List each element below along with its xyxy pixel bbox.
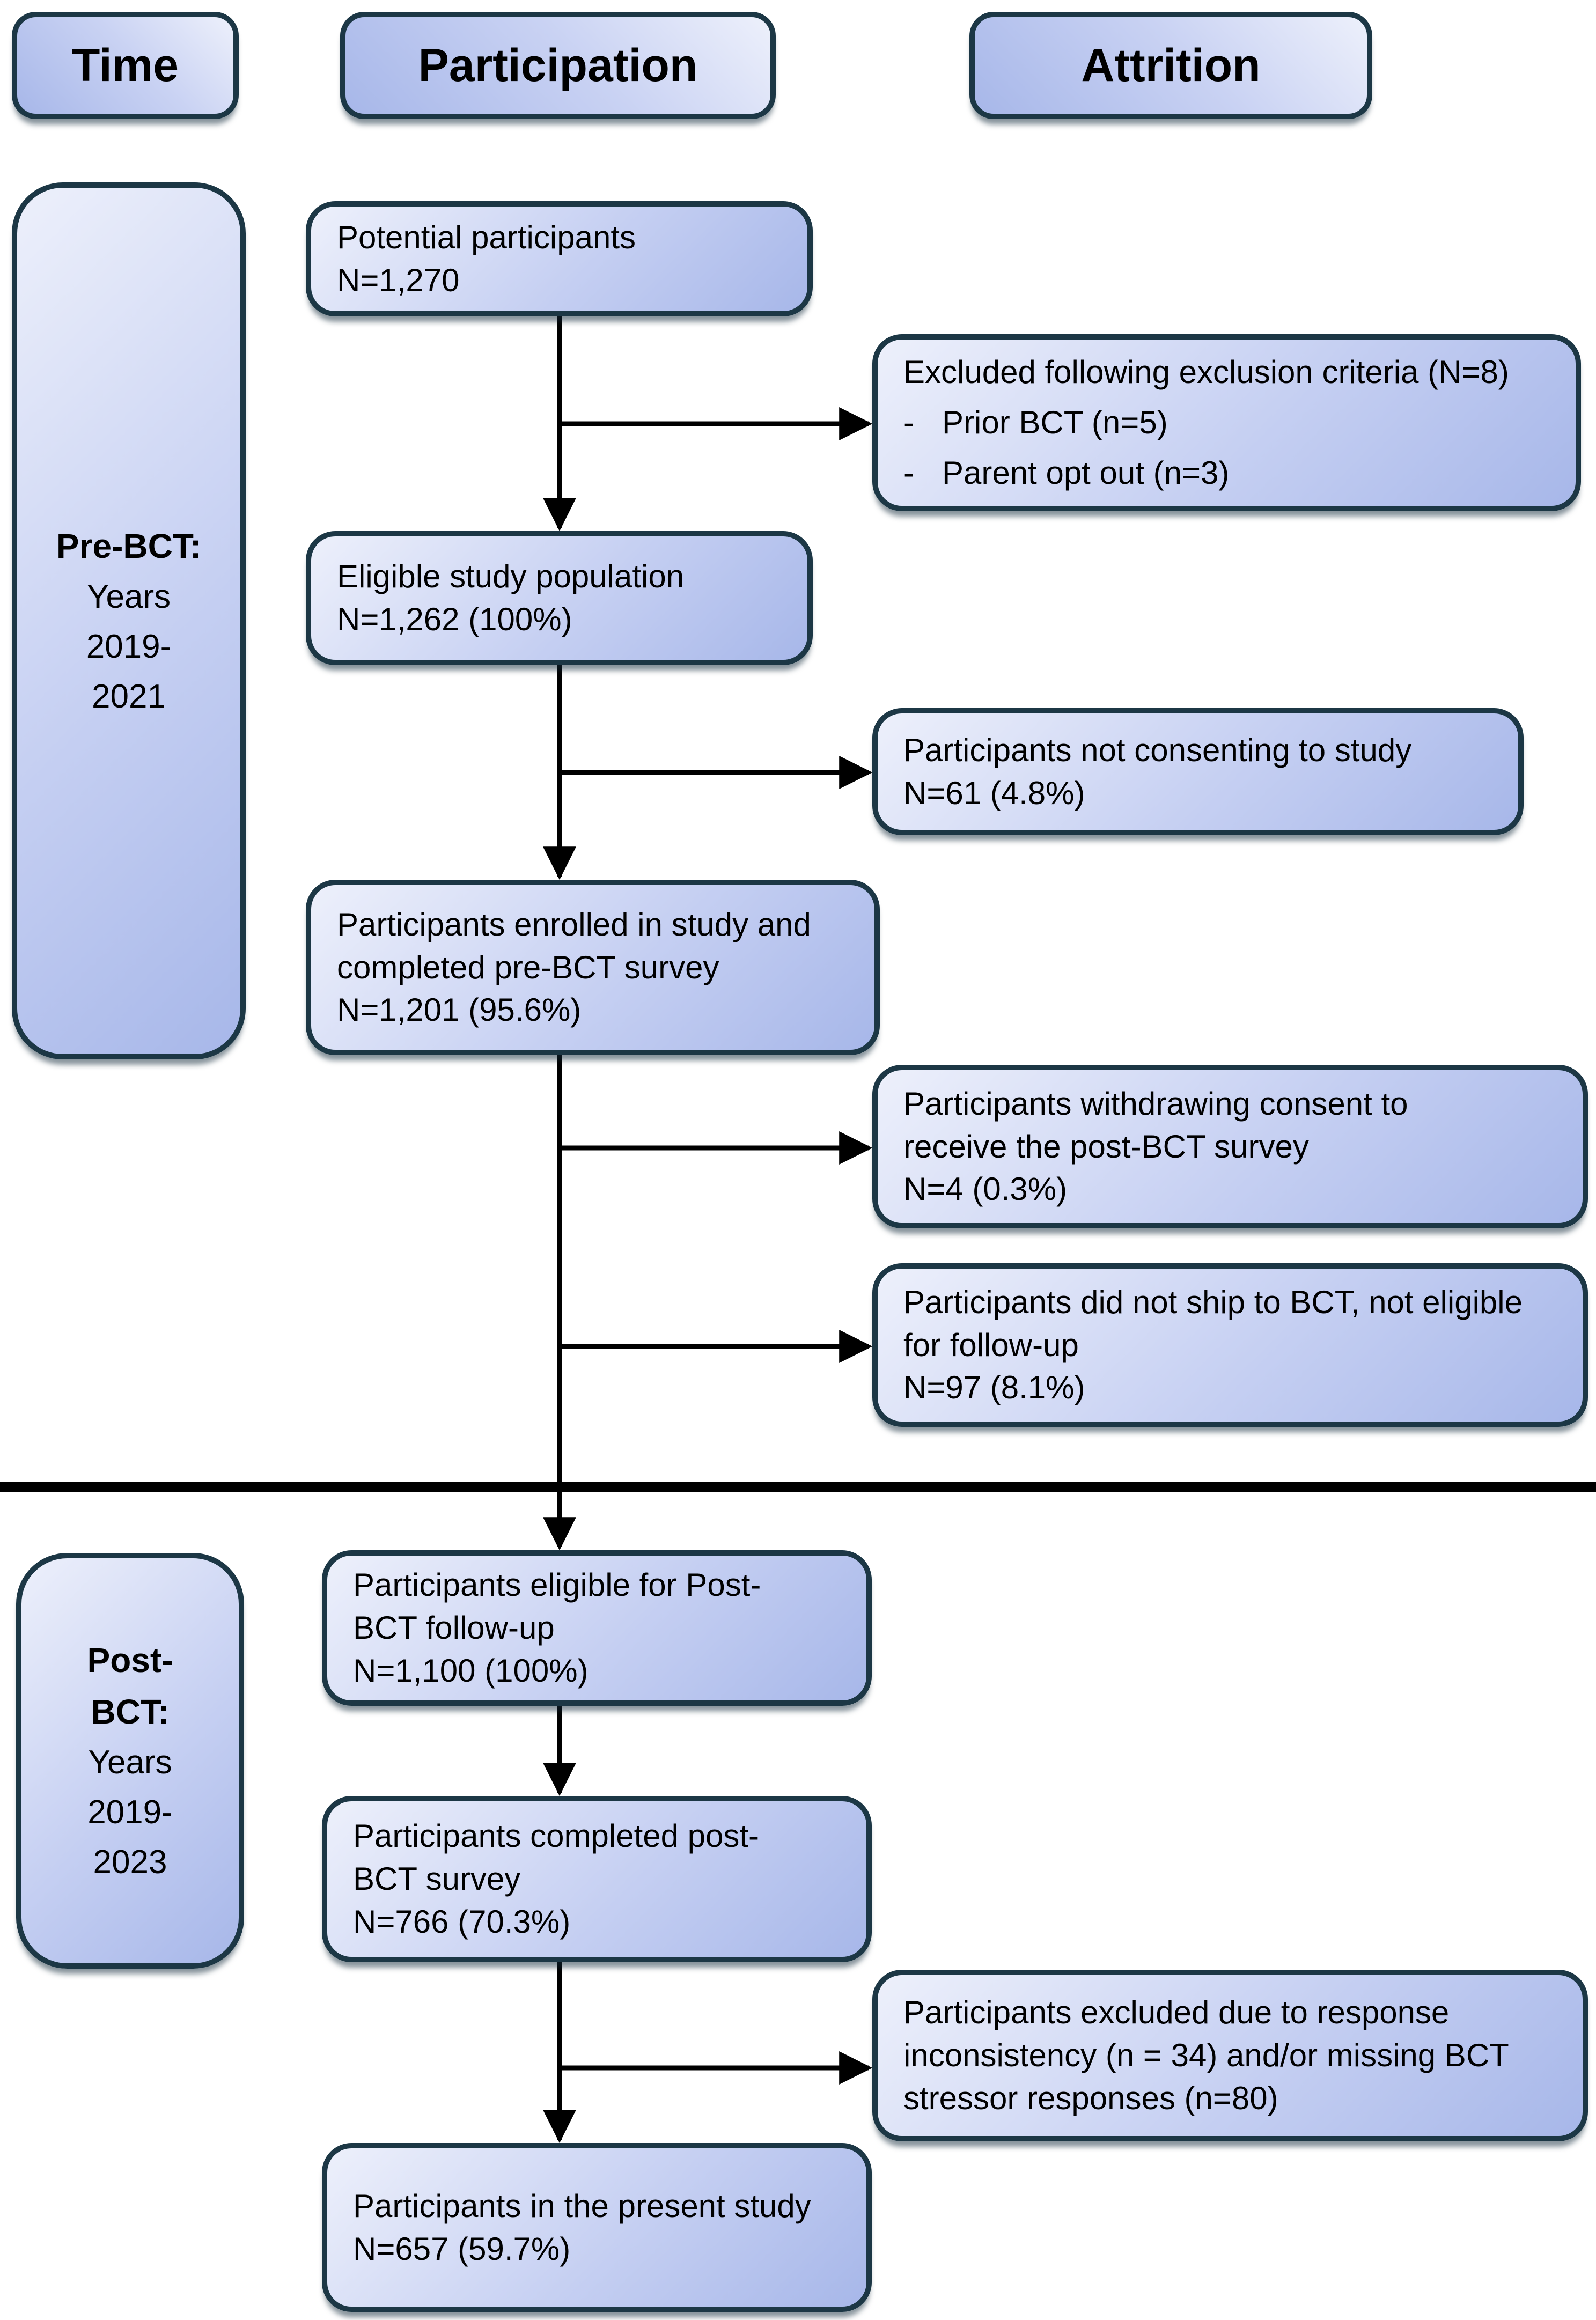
- attrition-box-excluded-criteria-title: Excluded following exclusion criteria (N…: [903, 354, 1509, 391]
- attrition-bullet-parent-opt-out-text: Parent opt out (n=3): [942, 454, 1230, 491]
- column-header-time-label: Time: [71, 39, 179, 91]
- flow-box-potential-participants-text: Potential participants N=1,270: [337, 219, 636, 298]
- flow-box-enrolled-pre-bct-text: Participants enrolled in study and compl…: [337, 906, 811, 1028]
- attrition-box-not-consenting: Participants not consenting to study N=6…: [872, 708, 1524, 835]
- time-period-post-bct: Post- BCT: Years 2019- 2023: [16, 1553, 244, 1969]
- flow-box-eligible-study-population: Eligible study population N=1,262 (100%): [306, 531, 813, 665]
- attrition-bullet-prior-bct: - Prior BCT (n=5): [903, 401, 1550, 444]
- flow-box-present-study-text: Participants in the present study N=657 …: [353, 2188, 811, 2267]
- column-header-attrition-label: Attrition: [1081, 39, 1261, 91]
- attrition-box-did-not-ship-text: Participants did not ship to BCT, not el…: [903, 1284, 1523, 1406]
- attrition-box-not-consenting-text: Participants not consenting to study N=6…: [903, 732, 1412, 811]
- flow-box-eligible-post-bct-follow-up: Participants eligible for Post- BCT foll…: [322, 1550, 872, 1706]
- flow-box-eligible-post-bct-follow-up-text: Participants eligible for Post- BCT foll…: [353, 1567, 761, 1689]
- attrition-box-withdrawing-consent: Participants withdrawing consent to rece…: [872, 1065, 1588, 1228]
- time-period-pre-bct: Pre-BCT: Years 2019- 2021: [12, 182, 246, 1059]
- attrition-box-excluded-criteria: Excluded following exclusion criteria (N…: [872, 334, 1581, 511]
- time-period-post-bct-title: Post- BCT:: [87, 1641, 173, 1731]
- attrition-box-excluded-criteria-content: Excluded following exclusion criteria (N…: [878, 336, 1576, 509]
- attrition-box-did-not-ship: Participants did not ship to BCT, not el…: [872, 1263, 1588, 1427]
- flow-box-eligible-study-population-text: Eligible study population N=1,262 (100%): [337, 558, 685, 637]
- bullet-dash: -: [903, 404, 914, 441]
- column-header-time: Time: [12, 12, 239, 119]
- column-header-attrition: Attrition: [969, 12, 1372, 119]
- flow-box-completed-post-bct-survey-text: Participants completed post- BCT survey …: [353, 1818, 760, 1940]
- column-header-participation-label: Participation: [418, 39, 698, 91]
- flow-box-completed-post-bct-survey: Participants completed post- BCT survey …: [322, 1796, 872, 1962]
- flow-box-present-study: Participants in the present study N=657 …: [322, 2143, 872, 2312]
- column-header-participation: Participation: [340, 12, 776, 119]
- attrition-box-excluded-response: Participants excluded due to response in…: [872, 1970, 1588, 2141]
- attrition-bullet-parent-opt-out: - Parent opt out (n=3): [903, 452, 1550, 495]
- time-period-pre-bct-years: Years 2019- 2021: [86, 578, 172, 715]
- attrition-box-excluded-response-text: Participants excluded due to response in…: [903, 1994, 1509, 2116]
- bullet-dash: -: [903, 454, 914, 491]
- time-period-pre-bct-title: Pre-BCT:: [56, 527, 202, 565]
- time-period-post-bct-years: Years 2019- 2023: [87, 1744, 173, 1881]
- flow-box-potential-participants: Potential participants N=1,270: [306, 201, 813, 316]
- attrition-box-withdrawing-consent-text: Participants withdrawing consent to rece…: [903, 1085, 1408, 1207]
- flow-box-enrolled-pre-bct: Participants enrolled in study and compl…: [306, 880, 880, 1055]
- attrition-bullet-prior-bct-text: Prior BCT (n=5): [942, 404, 1168, 441]
